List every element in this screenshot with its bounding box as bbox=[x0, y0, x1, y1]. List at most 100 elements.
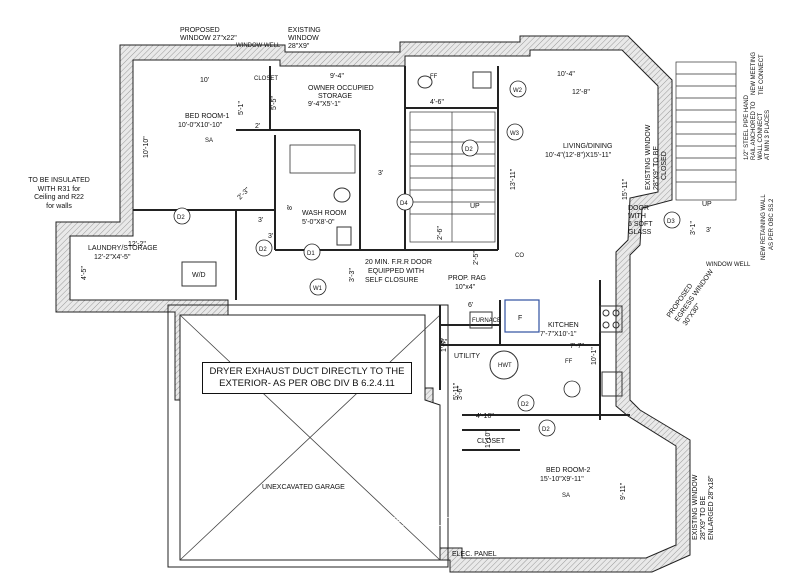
ff-symbol-2: FF bbox=[565, 359, 573, 365]
window-well-label-2: WINDOW WELL bbox=[706, 262, 751, 268]
svg-text:2'-6": 2'-6" bbox=[437, 226, 444, 240]
steel-pipe-note-4: AT MIN 3 PLACES bbox=[765, 110, 771, 160]
kitchen-size: 7'-7"X10'-1" bbox=[540, 331, 577, 338]
proposed-window-size: WINDOW 27"x22" bbox=[180, 35, 237, 42]
d2-tag-5: D2 bbox=[542, 427, 550, 433]
w3-tag: W3 bbox=[510, 131, 520, 137]
living-window-note-1: EXISTING WINDOW bbox=[645, 124, 652, 190]
svg-text:3': 3' bbox=[268, 233, 273, 240]
svg-text:5'-1": 5'-1" bbox=[238, 101, 245, 115]
f-label: F bbox=[518, 315, 522, 322]
svg-text:3'-6": 3'-6" bbox=[457, 386, 464, 400]
svg-text:3'-1": 3'-1" bbox=[690, 221, 697, 235]
laundry-name: LAUNDRY/STORAGE bbox=[88, 245, 158, 252]
svg-text:5'-11": 5'-11" bbox=[453, 382, 460, 400]
steel-pipe-note-1: 1/2" STEEL PIPE HAND bbox=[744, 94, 750, 160]
svg-text:6': 6' bbox=[468, 302, 473, 309]
d2-tag-4: D2 bbox=[521, 402, 529, 408]
fire-door-note-3: SELF CLOSURE bbox=[365, 277, 419, 284]
proposed-window-label: PROPOSED bbox=[180, 27, 220, 34]
up-label-2: UP bbox=[702, 201, 712, 208]
hwt-tank bbox=[489, 350, 519, 380]
door-markers bbox=[173, 80, 681, 437]
sa-symbol-2: SA bbox=[562, 493, 570, 499]
retaining-note-1: NEW RETAINING WALL bbox=[761, 194, 767, 260]
existing-window-label: EXISTING bbox=[288, 27, 321, 34]
svg-text:15'-11": 15'-11" bbox=[622, 178, 629, 200]
toilet-2 bbox=[417, 75, 433, 89]
bathtub bbox=[289, 144, 356, 174]
svg-text:8': 8' bbox=[287, 205, 294, 210]
svg-text:1'-10": 1'-10" bbox=[485, 430, 492, 448]
garage-outline bbox=[167, 304, 449, 568]
window-well-label: WINDOW WELL bbox=[236, 43, 281, 49]
bedroom2-window-note-3: ENLARGED 28"x18" bbox=[708, 475, 715, 540]
bedroom2-size: 15'-10"X9'-11" bbox=[540, 476, 584, 483]
watermark: SAVE MAX GOLD ESTATE REALTY · Brokerage bbox=[246, 514, 529, 529]
svg-text:9'-4": 9'-4" bbox=[330, 73, 344, 80]
living-name: LIVING/DINING bbox=[563, 143, 612, 150]
existing-window-size: 28"X9" bbox=[288, 43, 310, 50]
co-symbol: CO bbox=[515, 253, 524, 259]
svg-text:10'-10": 10'-10" bbox=[143, 136, 150, 158]
storage-name-2: STORAGE bbox=[318, 93, 352, 100]
bedroom2-window-note-2: 28"X9" TO BE bbox=[700, 496, 707, 540]
exterior-stairs bbox=[675, 61, 737, 201]
door-glass-note-3: 6 SOFT bbox=[628, 221, 653, 228]
sink bbox=[472, 71, 492, 89]
new-rail-note-1: NEW MEETING bbox=[751, 52, 757, 95]
vanity bbox=[336, 226, 352, 246]
d4-tag: D4 bbox=[400, 201, 408, 207]
furnace-box bbox=[469, 311, 493, 329]
retaining-note-2: AS PER OBC SS.2 bbox=[769, 198, 775, 250]
rad-note-2: 10"x4" bbox=[455, 284, 476, 291]
svg-text:3'-3": 3'-3" bbox=[349, 268, 356, 282]
rad-note-1: PROP. RAG bbox=[448, 275, 486, 282]
existing-window-label-2: WINDOW bbox=[288, 35, 319, 42]
utility-label: UTILITY bbox=[454, 353, 480, 360]
svg-text:10': 10' bbox=[200, 77, 209, 84]
svg-text:9'-11": 9'-11" bbox=[620, 482, 627, 500]
dryer-note-box: DRYER EXHAUST DUCT DIRECTLY TO THE EXTER… bbox=[202, 362, 412, 394]
dimensions: 10' 9'-4" 2' 10'-10" 5'-1" 3' 3' 4'-6" 1… bbox=[81, 71, 711, 500]
washroom-name: WASH ROOM bbox=[302, 210, 347, 217]
bedroom1-name: BED ROOM-1 bbox=[185, 113, 229, 120]
closet1-label: CLOSET bbox=[254, 76, 278, 82]
door-glass-note-4: GLASS bbox=[628, 229, 652, 236]
svg-text:12'-2": 12'-2" bbox=[128, 241, 146, 248]
svg-text:3': 3' bbox=[378, 170, 383, 177]
svg-text:10'-1": 10'-1" bbox=[591, 347, 598, 365]
d2-tag-2: D2 bbox=[259, 247, 267, 253]
closet2-label: CLOSET bbox=[477, 438, 506, 445]
door-glass-note-2: WITH bbox=[628, 213, 646, 220]
svg-text:3': 3' bbox=[258, 217, 263, 224]
stove bbox=[599, 305, 623, 333]
bedroom2-window-note-1: EXISTING WINDOW bbox=[692, 474, 699, 540]
fridge bbox=[504, 299, 540, 333]
steel-pipe-note-3: WALL CONNECT bbox=[758, 112, 764, 160]
svg-text:2'-5": 2'-5" bbox=[473, 251, 480, 265]
new-rail-note-2: TIE CONNECT bbox=[759, 54, 765, 95]
svg-text:5'-5": 5'-5" bbox=[271, 96, 278, 110]
insulation-note: TO BE INSULATED WITH R31 for Ceiling and… bbox=[28, 177, 90, 210]
storage-size: 9'-4"X5'-1" bbox=[308, 101, 341, 108]
up-label-1: UP bbox=[470, 203, 480, 210]
w1-tag: W1 bbox=[313, 286, 323, 292]
svg-text:3': 3' bbox=[706, 227, 711, 234]
w2-tag: W2 bbox=[513, 88, 523, 94]
laundry-size: 12'-2"X4'-5" bbox=[94, 254, 131, 261]
svg-text:4'-10": 4'-10" bbox=[476, 413, 494, 420]
d2-tag-3: D2 bbox=[465, 147, 473, 153]
d1-tag: D1 bbox=[307, 251, 315, 257]
wd-label: W/D bbox=[192, 272, 206, 279]
fire-door-note-1: 20 MIN. F.R.R DOOR bbox=[365, 259, 432, 266]
garage-label: UNEXCAVATED GARAGE bbox=[262, 484, 345, 491]
living-window-note-2: 28"X9" TO BE bbox=[653, 146, 660, 190]
living-window-note-3: CLOSED bbox=[661, 151, 668, 180]
steel-pipe-note-2: RAIL ANCHORED TO bbox=[751, 101, 757, 160]
svg-text:7'-7": 7'-7" bbox=[570, 343, 584, 350]
kitchen-sink bbox=[601, 371, 623, 397]
stairs bbox=[409, 111, 496, 243]
kitchen-name: KITCHEN bbox=[548, 322, 579, 329]
